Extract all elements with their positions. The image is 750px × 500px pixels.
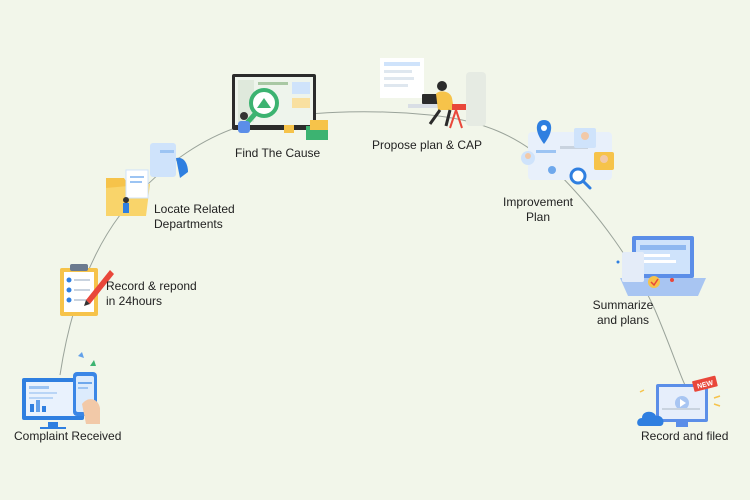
step-label-locate-departments: Locate Related Departments [154, 202, 235, 232]
step-label-record-filed: Record and filed [641, 429, 728, 444]
monitor-magnifier-icon [232, 74, 328, 140]
step-label-summarize-plans: Summarize and plans [586, 298, 660, 328]
step-label-line: Plan [525, 210, 551, 224]
step-label-line: Record & repond [106, 279, 197, 293]
step-label-propose-plan: Propose plan & CAP [372, 138, 482, 153]
step-label-line: Find The Cause [235, 146, 321, 160]
step-label-improvement-plan: Improvement Plan [496, 195, 580, 225]
folder-person-icon [106, 143, 188, 216]
map-pin-search-icon [521, 120, 614, 190]
step-label-line: Summarize [592, 298, 654, 312]
step-label-line: Propose plan & CAP [372, 138, 483, 152]
person-laptop-icon [380, 58, 486, 129]
step-label-line: Complaint Received [14, 429, 122, 443]
step-label-line: in 24hours [106, 294, 163, 308]
laptop-chart-icon [616, 236, 706, 296]
new-badge-text: NEW [696, 380, 714, 391]
monitor-cloud-new-icon: NEW [637, 375, 721, 427]
step-label-record-respond: Record & repond in 24hours [106, 279, 197, 309]
monitor-phone-icon [22, 352, 100, 429]
step-label-line: Improvement [502, 195, 574, 209]
step-label-line: Departments [154, 217, 223, 231]
step-label-line: and plans [596, 313, 650, 327]
step-label-find-cause: Find The Cause [235, 146, 320, 161]
clipboard-checklist-icon [60, 264, 114, 316]
step-label-line: Locate Related [154, 202, 235, 216]
step-label-line: Record and filed [641, 429, 729, 443]
step-label-complaint-received: Complaint Received [14, 429, 121, 444]
